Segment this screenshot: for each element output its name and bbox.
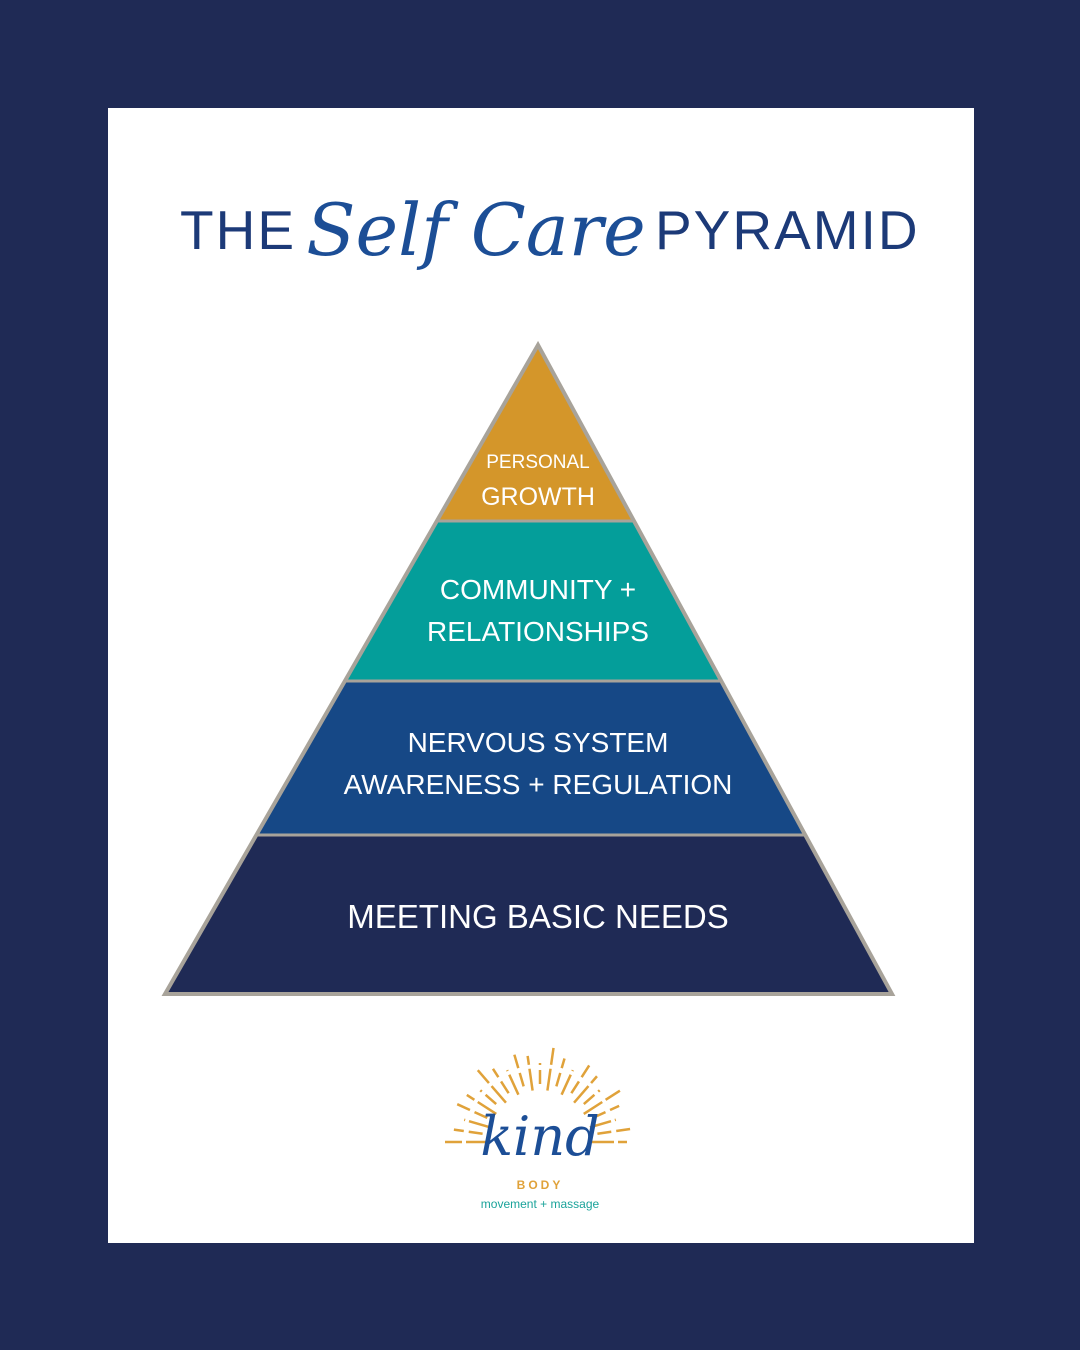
- sun-ray: [463, 1118, 491, 1129]
- sun-ray: [583, 1089, 621, 1115]
- tier-1-label-line-1: PERSONAL: [486, 452, 589, 473]
- logo-word-body: BODY: [516, 1178, 564, 1192]
- title-script-text: Self Care: [306, 188, 646, 272]
- sun-ray: [526, 1055, 534, 1091]
- tier-2-label-line-1: COMMUNITY +: [440, 574, 636, 605]
- tier-2-label-line-2: RELATIONSHIPS: [427, 616, 649, 647]
- sun-ray: [476, 1069, 507, 1104]
- sun-ray: [512, 1050, 525, 1087]
- sun-ray: [453, 1128, 483, 1135]
- pyramid-tier-3: [253, 679, 808, 837]
- sun-ray: [479, 1089, 497, 1105]
- sun-ray: [555, 1058, 566, 1087]
- logo-script-word: kind: [480, 1105, 599, 1168]
- title-self-care-script: Self Care: [306, 188, 646, 272]
- sun-ray: [592, 1104, 620, 1120]
- sun-ray: [570, 1061, 593, 1094]
- sun-ray: [583, 1089, 601, 1105]
- sun-ray: [466, 1093, 497, 1115]
- tier-3-label-line-2: AWARENESS + REGULATION: [344, 769, 733, 800]
- sun-ray: [589, 1118, 617, 1129]
- logo-tagline: movement + massage: [480, 1197, 600, 1211]
- pyramid-outline: [161, 340, 896, 996]
- kind-body-logo: kind: [445, 1047, 635, 1168]
- sun-ray: [597, 1127, 635, 1135]
- tier-4-label-line-1: MEETING BASIC NEEDS: [347, 898, 728, 935]
- sun-ray: [560, 1069, 574, 1096]
- sun-ray: [491, 1068, 510, 1094]
- sun-ray: [573, 1075, 598, 1104]
- title-the: THE: [180, 199, 296, 261]
- sun-ray: [546, 1047, 555, 1091]
- tier-1-label-line-2: GROWTH: [481, 483, 595, 511]
- tier-3-label-line-1: NERVOUS SYSTEM: [408, 727, 669, 758]
- sun-ray: [506, 1069, 520, 1096]
- title-pyramid: PYRAMID: [655, 199, 920, 261]
- sun-rays-icon: [445, 1047, 635, 1144]
- sun-ray: [453, 1101, 488, 1120]
